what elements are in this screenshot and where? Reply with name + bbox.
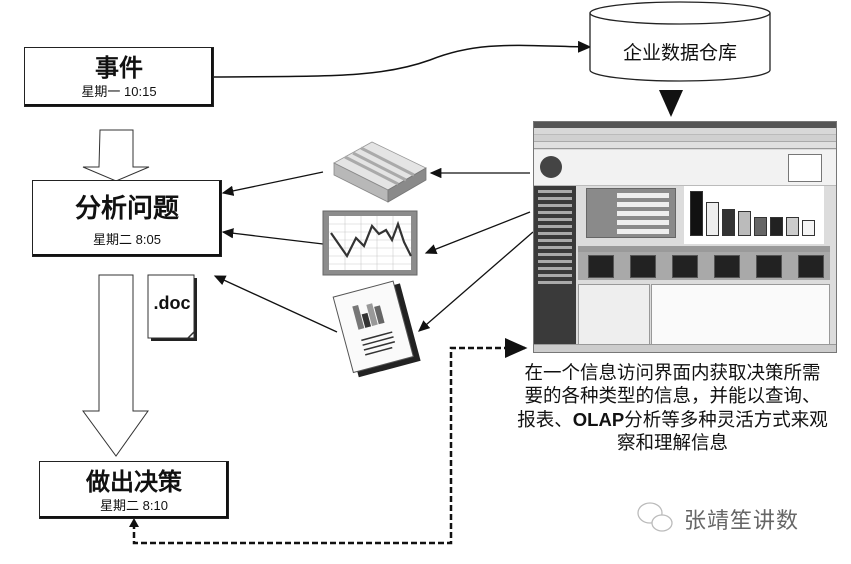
decide-time: 星期二 8:10 <box>100 498 168 513</box>
portal-query-form <box>586 188 676 238</box>
line-chart-icon <box>322 210 418 276</box>
caption-line-2: 要的各种类型的信息，并能以查询、 <box>524 386 821 407</box>
decide-step-box: 做出决策 星期二 8:10 <box>39 461 229 519</box>
event-title: 事件 <box>95 53 143 82</box>
portal-titlebar <box>534 122 836 128</box>
event-time: 星期一 10:15 <box>81 84 157 99</box>
portal-chart-bar <box>722 209 735 236</box>
decision-feedback-dashed-arrow <box>132 338 528 545</box>
event-step-box: 事件 星期一 10:15 <box>24 47 214 107</box>
caption-line-3: 报表、OLAP分析等多种灵活方式来观 <box>517 409 828 431</box>
portal-logo-icon <box>540 156 562 178</box>
portal-kpi-panel <box>578 284 650 346</box>
database-server-icon <box>333 141 427 203</box>
portal-screenshot <box>533 121 837 353</box>
portal-chart-bar <box>690 191 703 236</box>
portal-date-box <box>788 154 822 182</box>
analyze-step-box: 分析问题 星期二 8:05 <box>32 180 222 257</box>
portal-toolbar <box>534 135 836 142</box>
portal-chart-bar <box>754 217 767 236</box>
portal-bar-chart <box>684 186 824 244</box>
doc-file-icon <box>147 274 197 341</box>
event-to-analyze-hollow-arrow <box>82 129 150 182</box>
portal-statusbar <box>534 344 836 352</box>
portal-menubar <box>534 128 836 135</box>
portal-address-bar <box>534 142 836 149</box>
wechat-icon <box>637 502 673 532</box>
doc-file-label: .doc <box>153 293 191 313</box>
event-to-warehouse-arrow <box>213 40 592 78</box>
report-document-icon <box>332 280 421 378</box>
data-warehouse-cylinder-icon <box>589 1 771 82</box>
watermark-text: 张靖笙讲数 <box>684 509 800 534</box>
portal-chart-bar <box>738 211 751 236</box>
portal-link-table <box>651 284 830 346</box>
decision-feedback-arrowhead <box>129 518 139 527</box>
analyze-to-decide-hollow-arrow <box>82 274 149 457</box>
portal-video-strip-header <box>578 246 830 252</box>
report-to-doc-arrow <box>213 275 338 333</box>
data-warehouse-label: 企业数据仓库 <box>622 42 737 64</box>
portal-header <box>534 150 836 186</box>
chart-to-analyze-arrow <box>221 228 324 245</box>
portal-video-strip <box>578 252 830 280</box>
caption-line-1: 在一个信息访问界面内获取决策所需 <box>524 363 821 384</box>
server-to-analyze-arrow <box>221 171 324 196</box>
analyze-title: 分析问题 <box>74 194 179 224</box>
portal-to-report-arrow <box>418 231 534 332</box>
portal-chart-bar <box>786 217 799 236</box>
portal-to-chart-arrow <box>424 211 531 255</box>
portal-chart-bar <box>802 220 815 236</box>
caption-text: 在一个信息访问界面内获取决策所需 要的各种类型的信息，并能以查询、 报表、OLA… <box>500 362 845 455</box>
portal-chart-bar <box>770 217 783 236</box>
decide-title: 做出决策 <box>86 467 182 496</box>
portal-chart-bar <box>706 202 719 236</box>
caption-line-4: 察和理解信息 <box>616 433 728 454</box>
portal-sidebar <box>534 186 576 344</box>
analyze-time: 星期二 8:05 <box>93 232 161 247</box>
